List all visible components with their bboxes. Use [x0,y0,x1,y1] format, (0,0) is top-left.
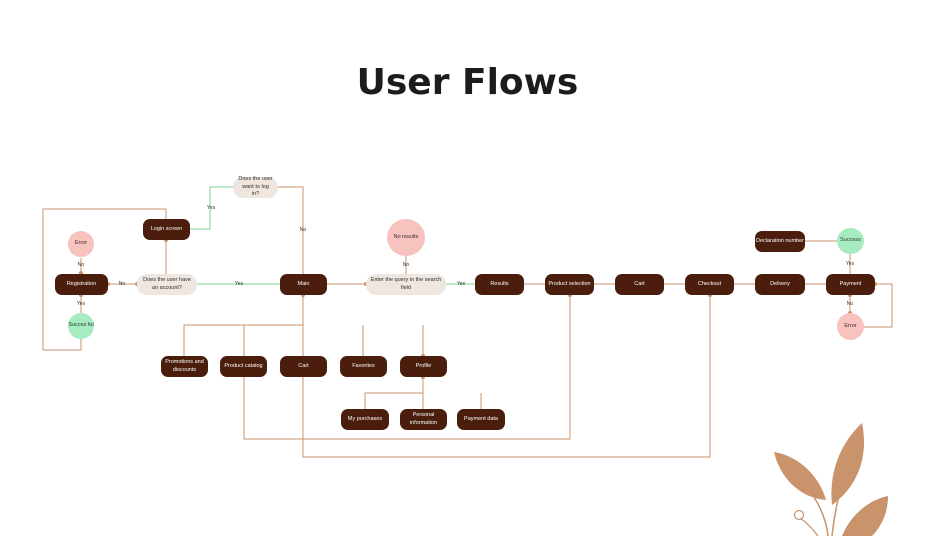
line-want-main [278,186,304,274]
personal-info-node: Personal information [400,409,447,430]
line-yes-login [190,186,233,230]
success-node-registration: Succes ful [68,313,94,339]
has-account-node: Does the user have an account? [137,274,197,295]
payment-node: Payment [826,274,875,295]
cart-menu-node: Cart [280,356,327,377]
label-no-account: No [118,281,126,287]
success-node-payment: Success [837,228,864,254]
label-yes-main: Yes [234,281,244,287]
label-yes-login: Yes [206,205,216,211]
enter-query-node: Enter the query in the search field [366,274,446,295]
error-node-registration: Error [68,231,94,257]
line-profile-tree [364,377,482,409]
product-catalog-node: Product catalog [220,356,267,377]
login-screen-node: Login screen [143,219,190,240]
line-payment-loop [864,283,893,328]
payment-data-node: Payment data [457,409,505,430]
results-node: Results [475,274,524,295]
label-yes-results: Yes [456,281,466,287]
no-results-node: No results [387,219,425,256]
checkout-node: Checkout [685,274,734,295]
registration-node: Registration [55,274,108,295]
promotions-node: Promotions and discounts [161,356,208,377]
label-yes-success-reg: Yes [76,301,86,307]
line-cart-checkout-loop [302,295,711,458]
line-catalog-selection [243,295,571,440]
label-no-payment: No [846,301,854,307]
line-main-tree [183,295,424,356]
profile-node: Profile [400,356,447,377]
leaf-decoration-icon [774,423,889,536]
label-yes-payment: Yes [845,261,855,267]
cart-node: Cart [615,274,664,295]
declaration-number-node: Declaration number [755,231,805,252]
label-no-want-login: No [299,227,307,233]
line-success-loop [42,208,167,351]
label-no-results: No [402,262,410,268]
main-node: Main [280,274,327,295]
delivery-node: Delivery [755,274,805,295]
want-login-node: Does the user want to log in? [233,176,278,198]
favorites-node: Favorites [340,356,387,377]
label-no-error-reg: No [77,262,85,268]
my-purchases-node: My purchases [341,409,389,430]
page-title: User Flows [356,62,579,103]
product-selection-node: Product selection [545,274,594,295]
error-node-payment: Error [837,313,864,340]
